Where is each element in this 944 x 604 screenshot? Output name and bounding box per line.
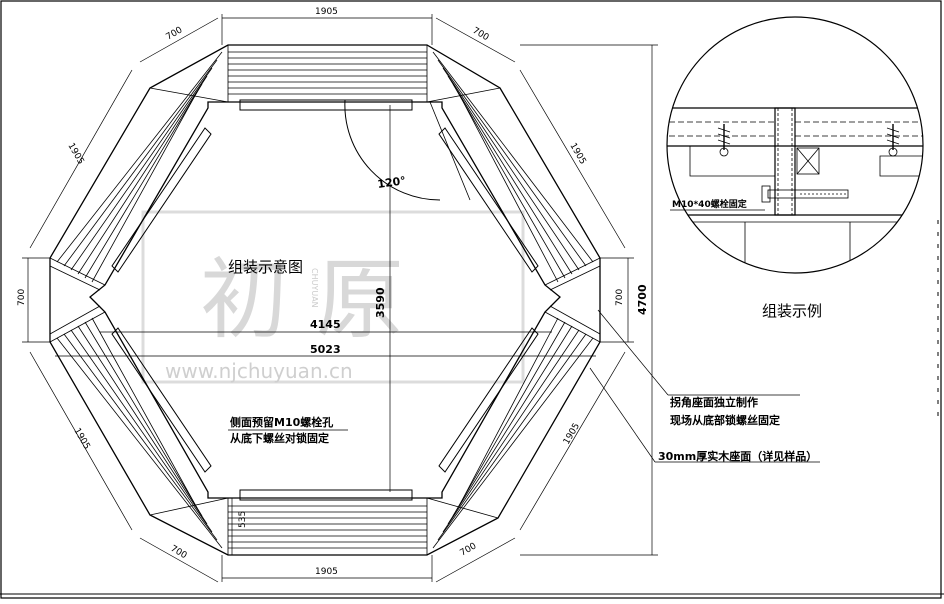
bench-inner-outline: [89, 101, 561, 499]
bolt-hole-note-line2: 从底下螺丝对锁固定: [230, 431, 329, 445]
backrest-frames: [111, 99, 539, 501]
seat-boards-lower-left: [49, 311, 229, 549]
seat-boards-top: [227, 45, 428, 102]
dim-overall-height: 4700: [636, 284, 649, 315]
dim-bottom: 1905: [315, 567, 338, 577]
dim-top: 1905: [315, 7, 338, 17]
dim-right-side: 700: [615, 289, 625, 306]
dim-outer-width: 5023: [310, 343, 341, 356]
watermark-pinyin: CHUYUAN: [310, 268, 319, 308]
seat-boards-lower-right: [426, 311, 601, 549]
angle-label: 120°: [377, 174, 407, 191]
dim-lower-left: 1905: [71, 427, 91, 452]
bolt-hole-note-line1: 侧面预留M10螺栓孔: [230, 415, 333, 429]
watermark-url: www.njchuyuan.cn: [165, 359, 353, 383]
dim-upper-left: 1905: [65, 142, 85, 167]
dim-inner-width: 4145: [310, 318, 341, 331]
wood-seat-note: 30mm厚实木座面（详见样品）: [658, 449, 817, 463]
dim-corner-bl: 700: [169, 544, 189, 561]
dim-corner-br: 700: [459, 541, 479, 558]
watermark-frame: [141, 210, 525, 384]
bench-plan: [49, 44, 601, 556]
corner-seat-note-line2: 现场从底部锁螺丝固定: [670, 413, 780, 427]
bolt-spec-label: M10*40螺栓固定: [672, 198, 748, 210]
bolt-hole-note: 侧面预留M10螺栓孔 从底下螺丝对锁固定: [228, 415, 348, 445]
angle-leg: [429, 101, 471, 201]
dim-left-side: 700: [17, 289, 27, 306]
dim-lower-right: 1905: [562, 422, 582, 447]
wood-seat-note: [589, 367, 820, 463]
dimension-lines: [22, 14, 658, 583]
assembly-diagram-title: 组装示意图: [228, 258, 303, 276]
detail-view: [666, 16, 924, 274]
dim-upper-right: 1905: [567, 142, 587, 167]
dim-inner-height: 3590: [374, 287, 387, 318]
dim-corner-tr: 700: [471, 26, 491, 43]
dim-corner-tl: 700: [165, 25, 185, 42]
corner-seat-note-line1: 拐角座面独立制作: [670, 395, 758, 409]
seat-boards-upper-left: [49, 51, 229, 286]
watermark-brand: 初 原: [200, 248, 404, 351]
angle-arc: [344, 99, 441, 201]
corner-seat-note: [597, 309, 800, 396]
seat-boards-bottom: [227, 498, 428, 555]
seat-boards-upper-right: [426, 51, 601, 286]
detail-circle: [666, 16, 924, 274]
watermark: 初 原 CHUYUAN www.njchuyuan.cn: [141, 210, 525, 384]
dim-seat-depth: 535: [238, 511, 248, 528]
assembly-example-title: 组装示例: [762, 302, 822, 320]
seat-boards-ends: [49, 265, 601, 335]
